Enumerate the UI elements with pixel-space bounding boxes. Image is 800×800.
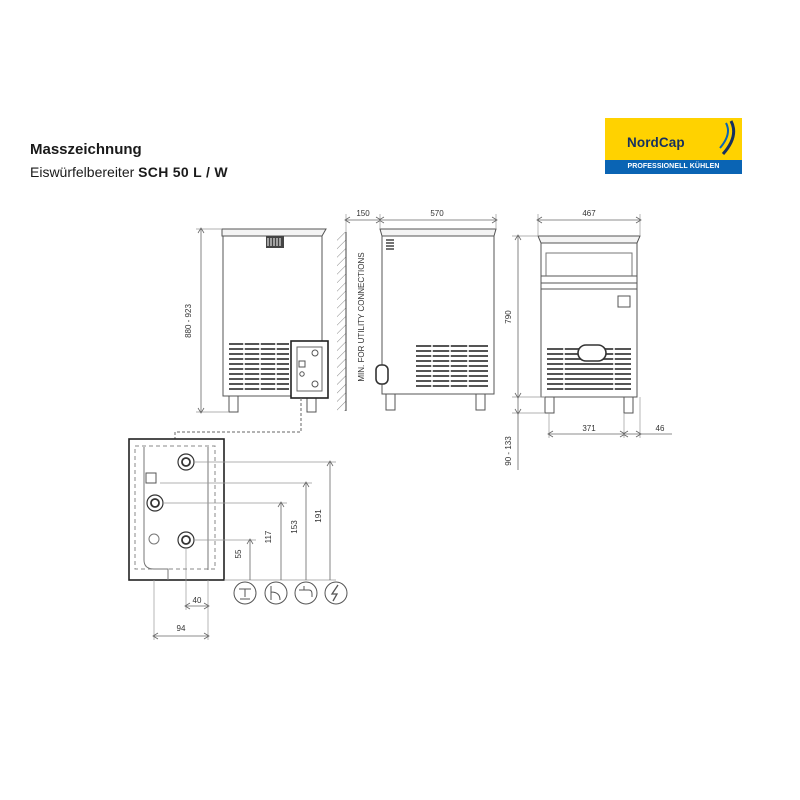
dim-inner-width: 371: [582, 424, 596, 433]
wall-hatch: [337, 232, 346, 411]
dim-back-width: 570: [430, 209, 444, 218]
dim-side-offset: 46: [656, 424, 665, 433]
dim-detail-117: 117: [264, 530, 273, 543]
logo-brand: NordCap: [627, 135, 685, 150]
control-panel: [617, 295, 631, 308]
front-logo-badge: [577, 344, 607, 362]
wall-clearance-label: MIN. FOR UTILITY CONNECTIONS: [357, 252, 366, 381]
page-title: Masszeichnung: [30, 141, 142, 158]
dim-detail-55: 55: [234, 549, 243, 558]
dim-detail-94: 94: [177, 624, 186, 633]
back-vent-grille: [416, 345, 488, 387]
model-name: SCH 50 L / W: [138, 164, 228, 180]
dim-front-width: 467: [582, 209, 596, 218]
dim-detail-40: 40: [193, 596, 202, 605]
side-view: [174, 227, 329, 439]
water-tap-icon: [294, 581, 318, 605]
dim-side-height: 880 - 923: [184, 304, 193, 338]
dim-detail-153: 153: [290, 520, 299, 534]
connection-detail-view: [128, 438, 336, 640]
power-port: [145, 472, 157, 484]
dim-detail-191: 191: [314, 509, 323, 523]
side-vent-top: [266, 236, 284, 248]
water-inlet-icon: [264, 581, 288, 605]
product-subtitle: Eiswürfelbereiter SCH 50 L / W: [30, 164, 228, 180]
dim-feet-height: 90 - 133: [504, 436, 513, 466]
back-view: [337, 214, 498, 411]
drain-icon: [233, 581, 257, 605]
front-view: [512, 214, 672, 470]
aux-port: [148, 533, 160, 545]
side-vent-grille: [229, 343, 289, 390]
logo-tagline: PROFESSIONELL KÜHLEN: [605, 160, 742, 174]
nordcap-logo: NordCap PROFESSIONELL KÜHLEN: [605, 118, 742, 174]
back-connector: [375, 364, 389, 385]
logo-swoosh-icon: [719, 120, 736, 155]
subtitle-prefix: Eiswürfelbereiter: [30, 164, 139, 180]
dim-wall-gap: 150: [356, 209, 370, 218]
power-plug-icon: [324, 581, 348, 605]
dim-front-height: 790: [504, 310, 513, 324]
